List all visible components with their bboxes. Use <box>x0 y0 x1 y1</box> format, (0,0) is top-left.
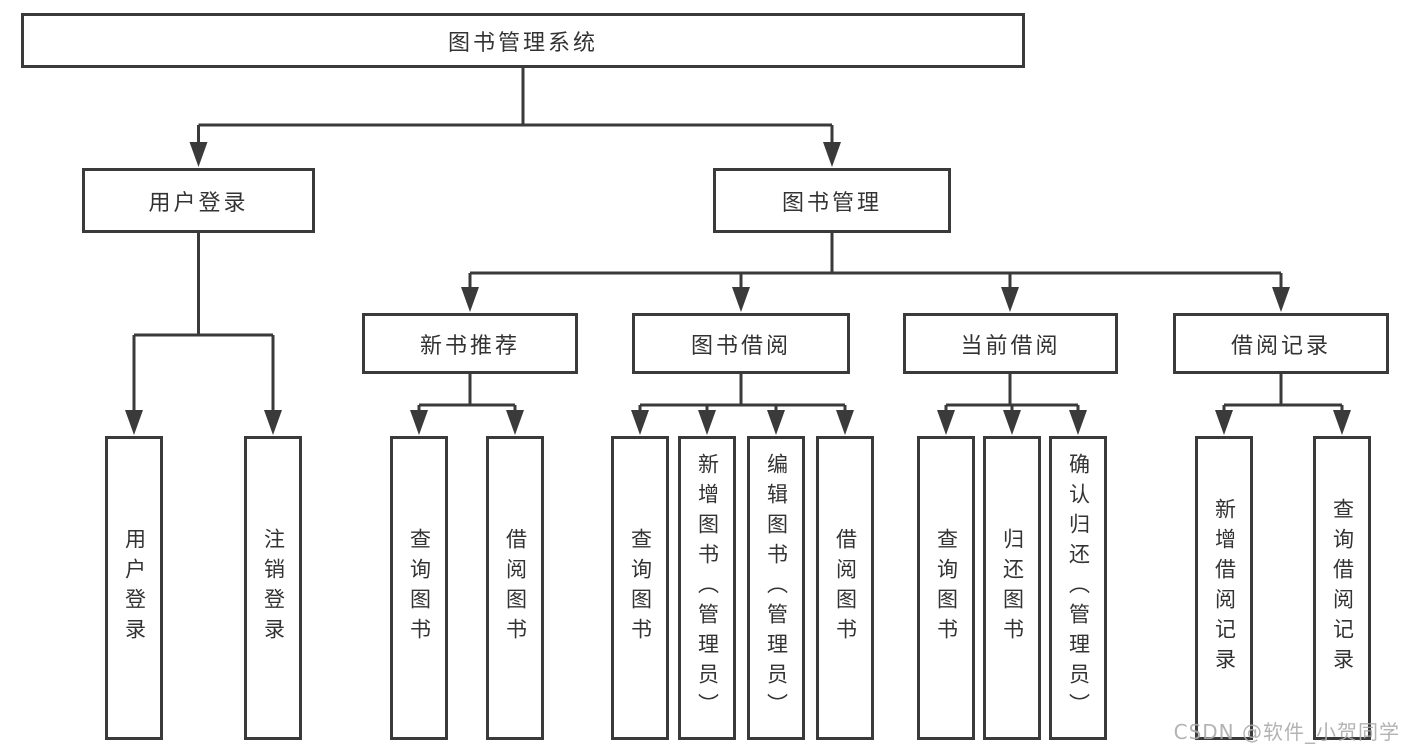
node-current-borrow: 当前借阅 <box>903 313 1118 374</box>
node-root-library-system: 图书管理系统 <box>21 13 1025 68</box>
leaf-newbooks-borrow-books: 借阅图书 <box>486 436 544 740</box>
leaf-label: 确认归还（管理员） <box>1066 453 1091 723</box>
leaf-label: 用户登录 <box>122 528 147 648</box>
leaf-label: 借阅图书 <box>503 528 528 648</box>
leaf-newbooks-query-books: 查询图书 <box>390 436 448 740</box>
leaf-user-login: 用户登录 <box>105 436 163 740</box>
leaf-label: 查询图书 <box>628 528 653 648</box>
leaf-label: 注销登录 <box>261 528 286 648</box>
connector-group-2 <box>461 233 1290 312</box>
leaf-label: 查询借阅记录 <box>1330 498 1355 678</box>
leaf-label: 查询图书 <box>934 528 959 648</box>
leaf-label: 查询图书 <box>407 528 432 648</box>
leaf-borrow-query-books: 查询图书 <box>611 436 669 740</box>
watermark: CSDN @软件_小贺同学 <box>1173 720 1400 744</box>
connector-group-1 <box>125 233 282 435</box>
leaf-logout: 注销登录 <box>244 436 302 740</box>
leaf-current-return-books: 归还图书 <box>983 436 1041 740</box>
leaf-records-query-record: 查询借阅记录 <box>1313 436 1371 740</box>
leaf-current-confirm-return-admin: 确认归还（管理员） <box>1049 436 1107 740</box>
leaf-borrow-edit-books-admin: 编辑图书（管理员） <box>747 436 805 740</box>
connector-group-5 <box>937 374 1087 435</box>
leaf-label: 新增借阅记录 <box>1212 498 1237 678</box>
leaf-label: 借阅图书 <box>833 528 858 648</box>
node-book-management-branch: 图书管理 <box>713 168 951 233</box>
connector-group-3 <box>410 374 524 435</box>
node-new-book-recommend: 新书推荐 <box>362 313 578 374</box>
leaf-borrow-add-books-admin: 新增图书（管理员） <box>678 436 736 740</box>
connector-group-6 <box>1215 374 1351 435</box>
leaf-label: 归还图书 <box>1000 528 1025 648</box>
leaf-borrow-borrow-books: 借阅图书 <box>816 436 874 740</box>
node-user-login-branch: 用户登录 <box>82 168 315 233</box>
connector-group-0 <box>189 68 841 167</box>
connector-group-4 <box>631 374 854 435</box>
leaf-label: 编辑图书（管理员） <box>764 453 789 723</box>
leaf-records-add-record: 新增借阅记录 <box>1195 436 1253 740</box>
leaf-current-query-books: 查询图书 <box>917 436 975 740</box>
node-borrow-records: 借阅记录 <box>1173 313 1389 374</box>
node-book-borrow: 图书借阅 <box>632 313 850 374</box>
leaf-label: 新增图书（管理员） <box>695 453 720 723</box>
